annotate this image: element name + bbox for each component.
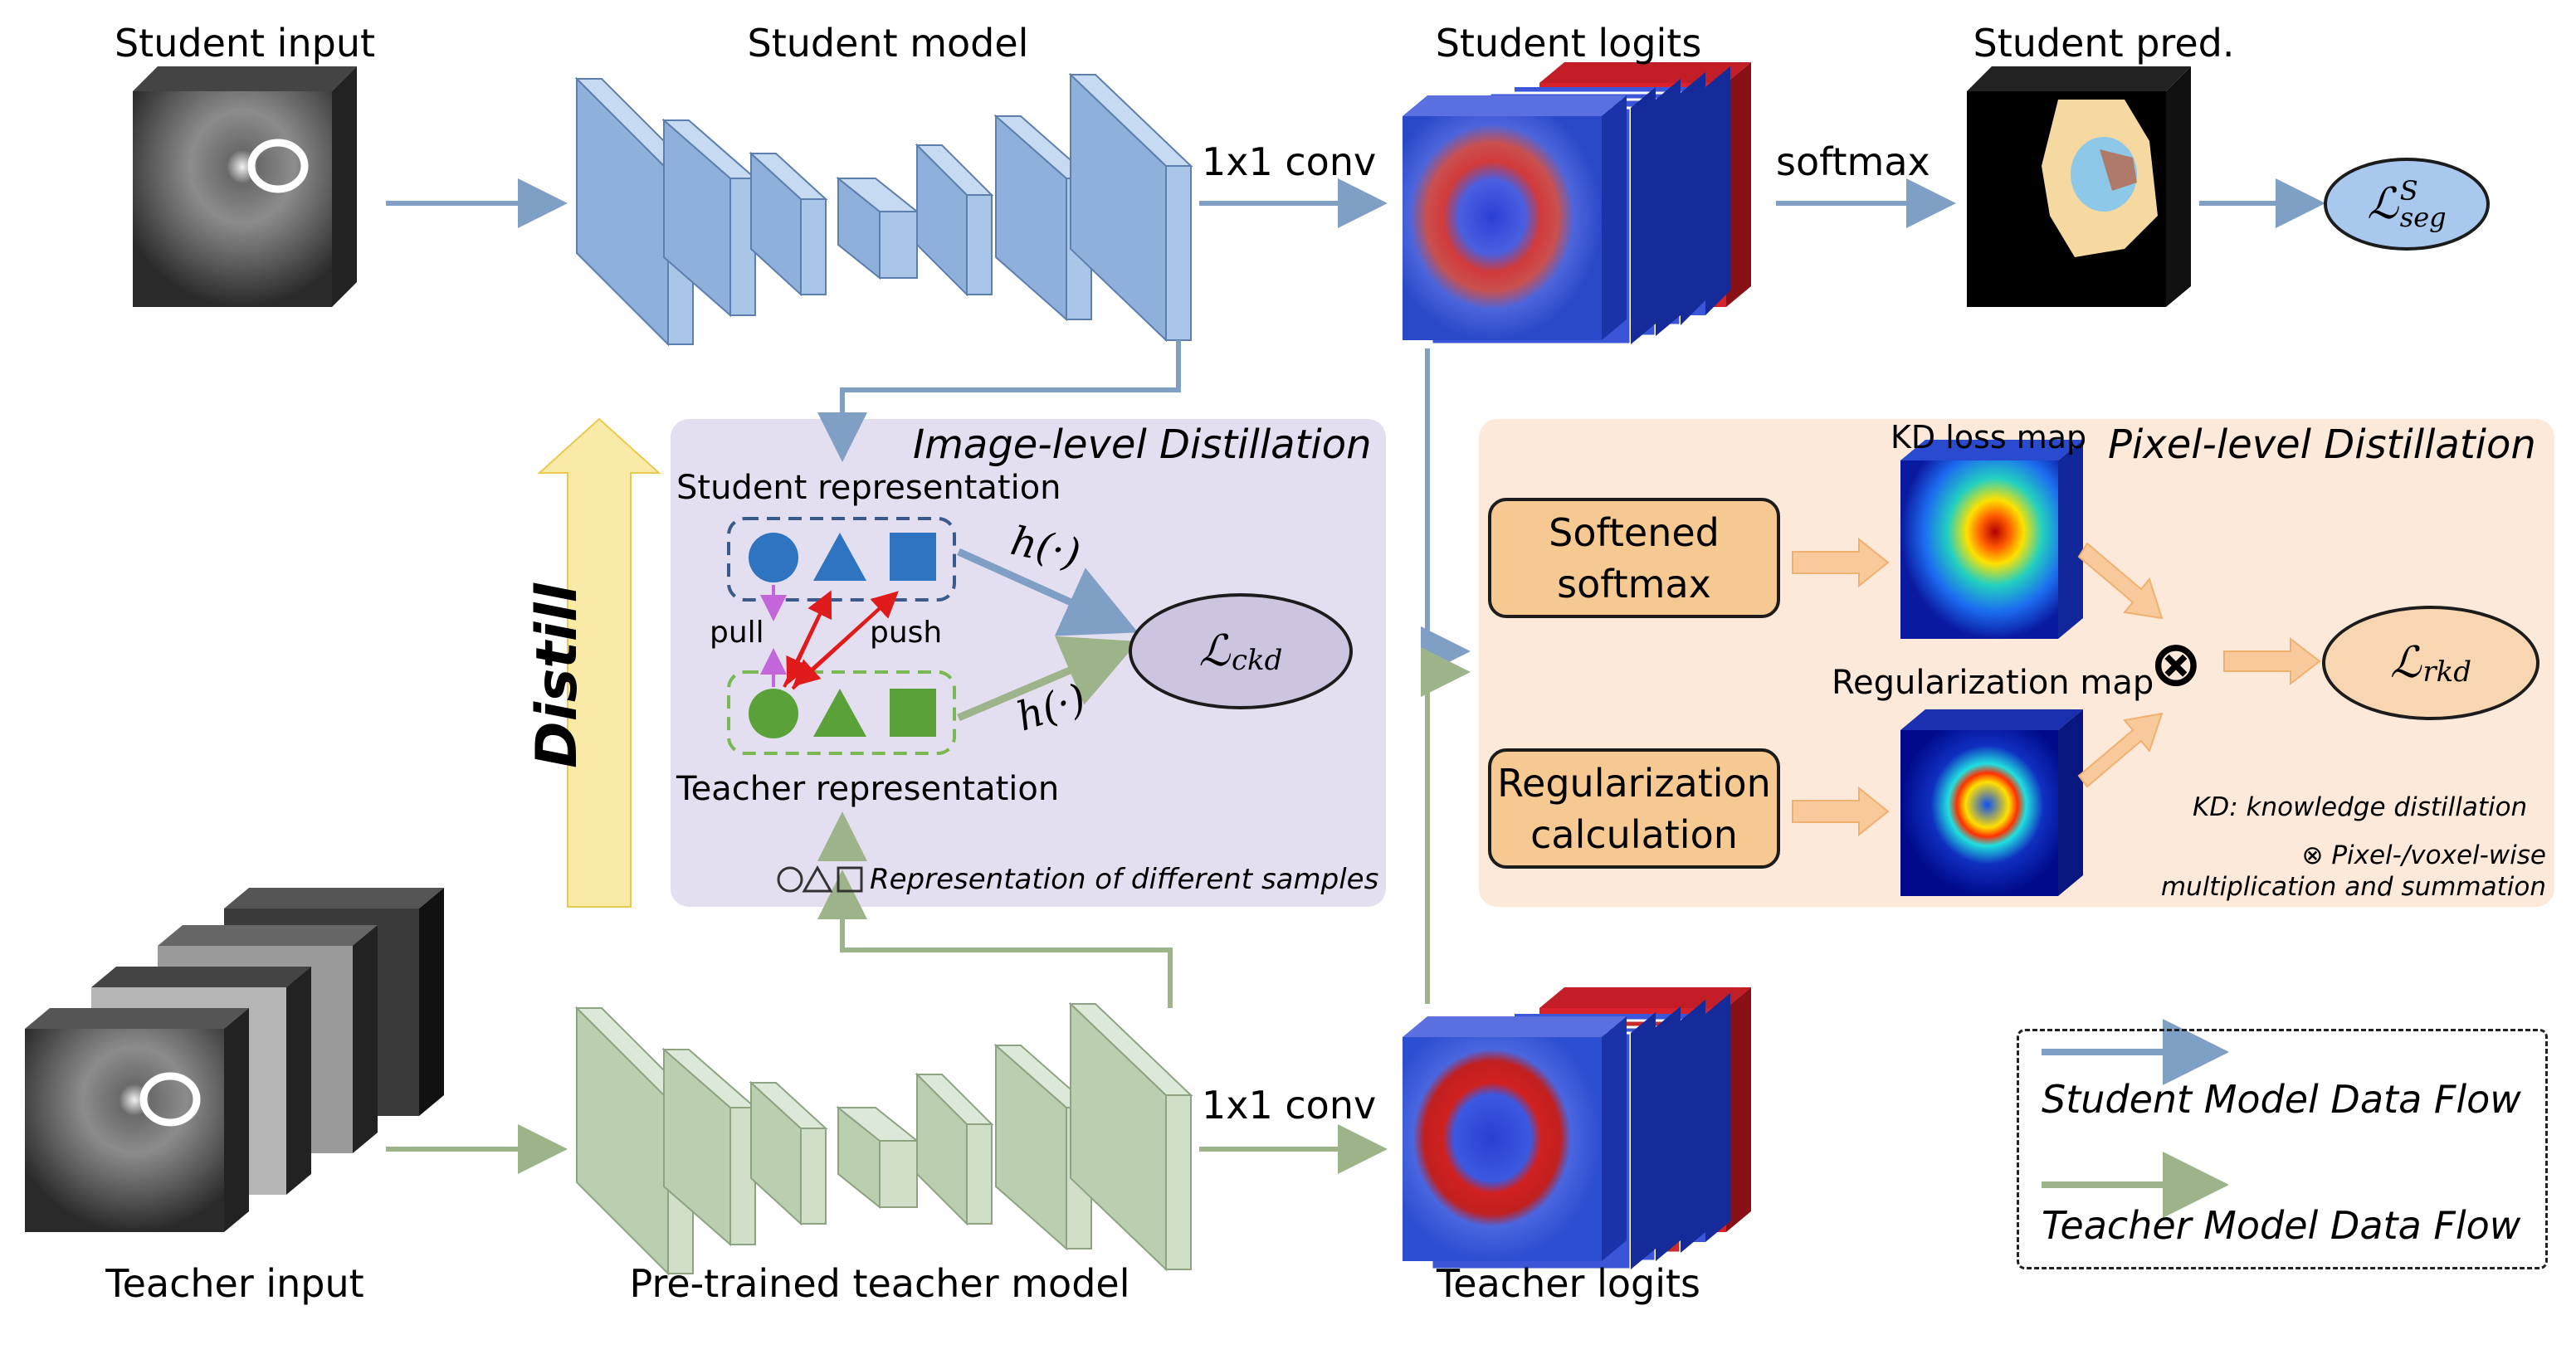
softened-softmax-box: Softened softmax <box>1488 498 1780 618</box>
push-label: push <box>870 616 943 650</box>
teacher-logits-label: Teacher logits <box>1437 1261 1700 1306</box>
student-input-image <box>133 66 357 307</box>
student-conv-label: 1x1 conv <box>1202 139 1377 184</box>
student-circle-sample <box>749 533 798 582</box>
student-logits-stack <box>1403 62 1751 346</box>
regularization-map-label: Regularization map <box>1832 664 2154 702</box>
pixel-level-title: Pixel-level Distillation <box>2108 421 2536 468</box>
kd-loss-map-image <box>1900 440 2083 639</box>
student-logits-label: Student logits <box>1435 21 1702 66</box>
teacher-input-stack <box>25 888 444 1232</box>
teacher-representation-label: Teacher representation <box>676 770 1060 808</box>
softmax-label: softmax <box>1776 139 1930 184</box>
teacher-flow-arrows <box>386 636 1471 1174</box>
multiplication-note: ⊗ Pixel-/voxel-wise multiplication and s… <box>2160 840 2546 902</box>
teacher-model <box>574 1001 1193 1276</box>
teacher-logits-stack <box>1403 987 1751 1271</box>
student-input-label: Student input <box>114 21 376 66</box>
distill-label: Distill <box>524 583 590 768</box>
legend-teacher-label: Teacher Model Data Flow <box>2042 1203 2521 1248</box>
image-level-panel <box>671 419 1386 907</box>
kd-note: KD: knowledge distillation <box>2193 792 2528 822</box>
student-model-label: Student model <box>747 21 1029 66</box>
regularization-calc-box: Regularization calculation <box>1488 748 1780 869</box>
legend-student-label: Student Model Data Flow <box>2042 1077 2521 1122</box>
otimes-icon: ⊗ <box>2149 626 2203 700</box>
student-representation-group <box>727 517 956 602</box>
push-arrows <box>783 590 899 690</box>
teacher-representation-group <box>727 670 956 755</box>
kd-loss-map-label: KD loss map <box>1891 419 2087 455</box>
student-pred-label: Student pred. <box>1973 21 2235 66</box>
distill-arrow <box>537 417 661 908</box>
teacher-model-label: Pre-trained teacher model <box>629 1261 1130 1306</box>
teacher-square-sample <box>890 689 936 737</box>
student-representation-label: Student representation <box>676 469 1061 507</box>
teacher-input-label: Teacher input <box>105 1261 364 1306</box>
samples-note: Representation of different samples <box>870 863 1379 896</box>
pull-label: pull <box>710 616 764 650</box>
legend-box <box>2017 1029 2548 1269</box>
regularization-map-image <box>1900 709 2083 896</box>
student-model <box>574 72 1193 347</box>
student-prediction-image <box>1967 66 2191 307</box>
image-level-title: Image-level Distillation <box>913 421 1372 468</box>
student-triangle-sample <box>813 533 866 581</box>
teacher-conv-label: 1x1 conv <box>1202 1083 1377 1128</box>
teacher-circle-sample <box>749 689 798 738</box>
student-square-sample <box>890 533 936 581</box>
pixel-level-arrows <box>1792 537 2321 837</box>
samples-legend-symbols <box>777 865 863 893</box>
teacher-triangle-sample <box>813 689 866 737</box>
